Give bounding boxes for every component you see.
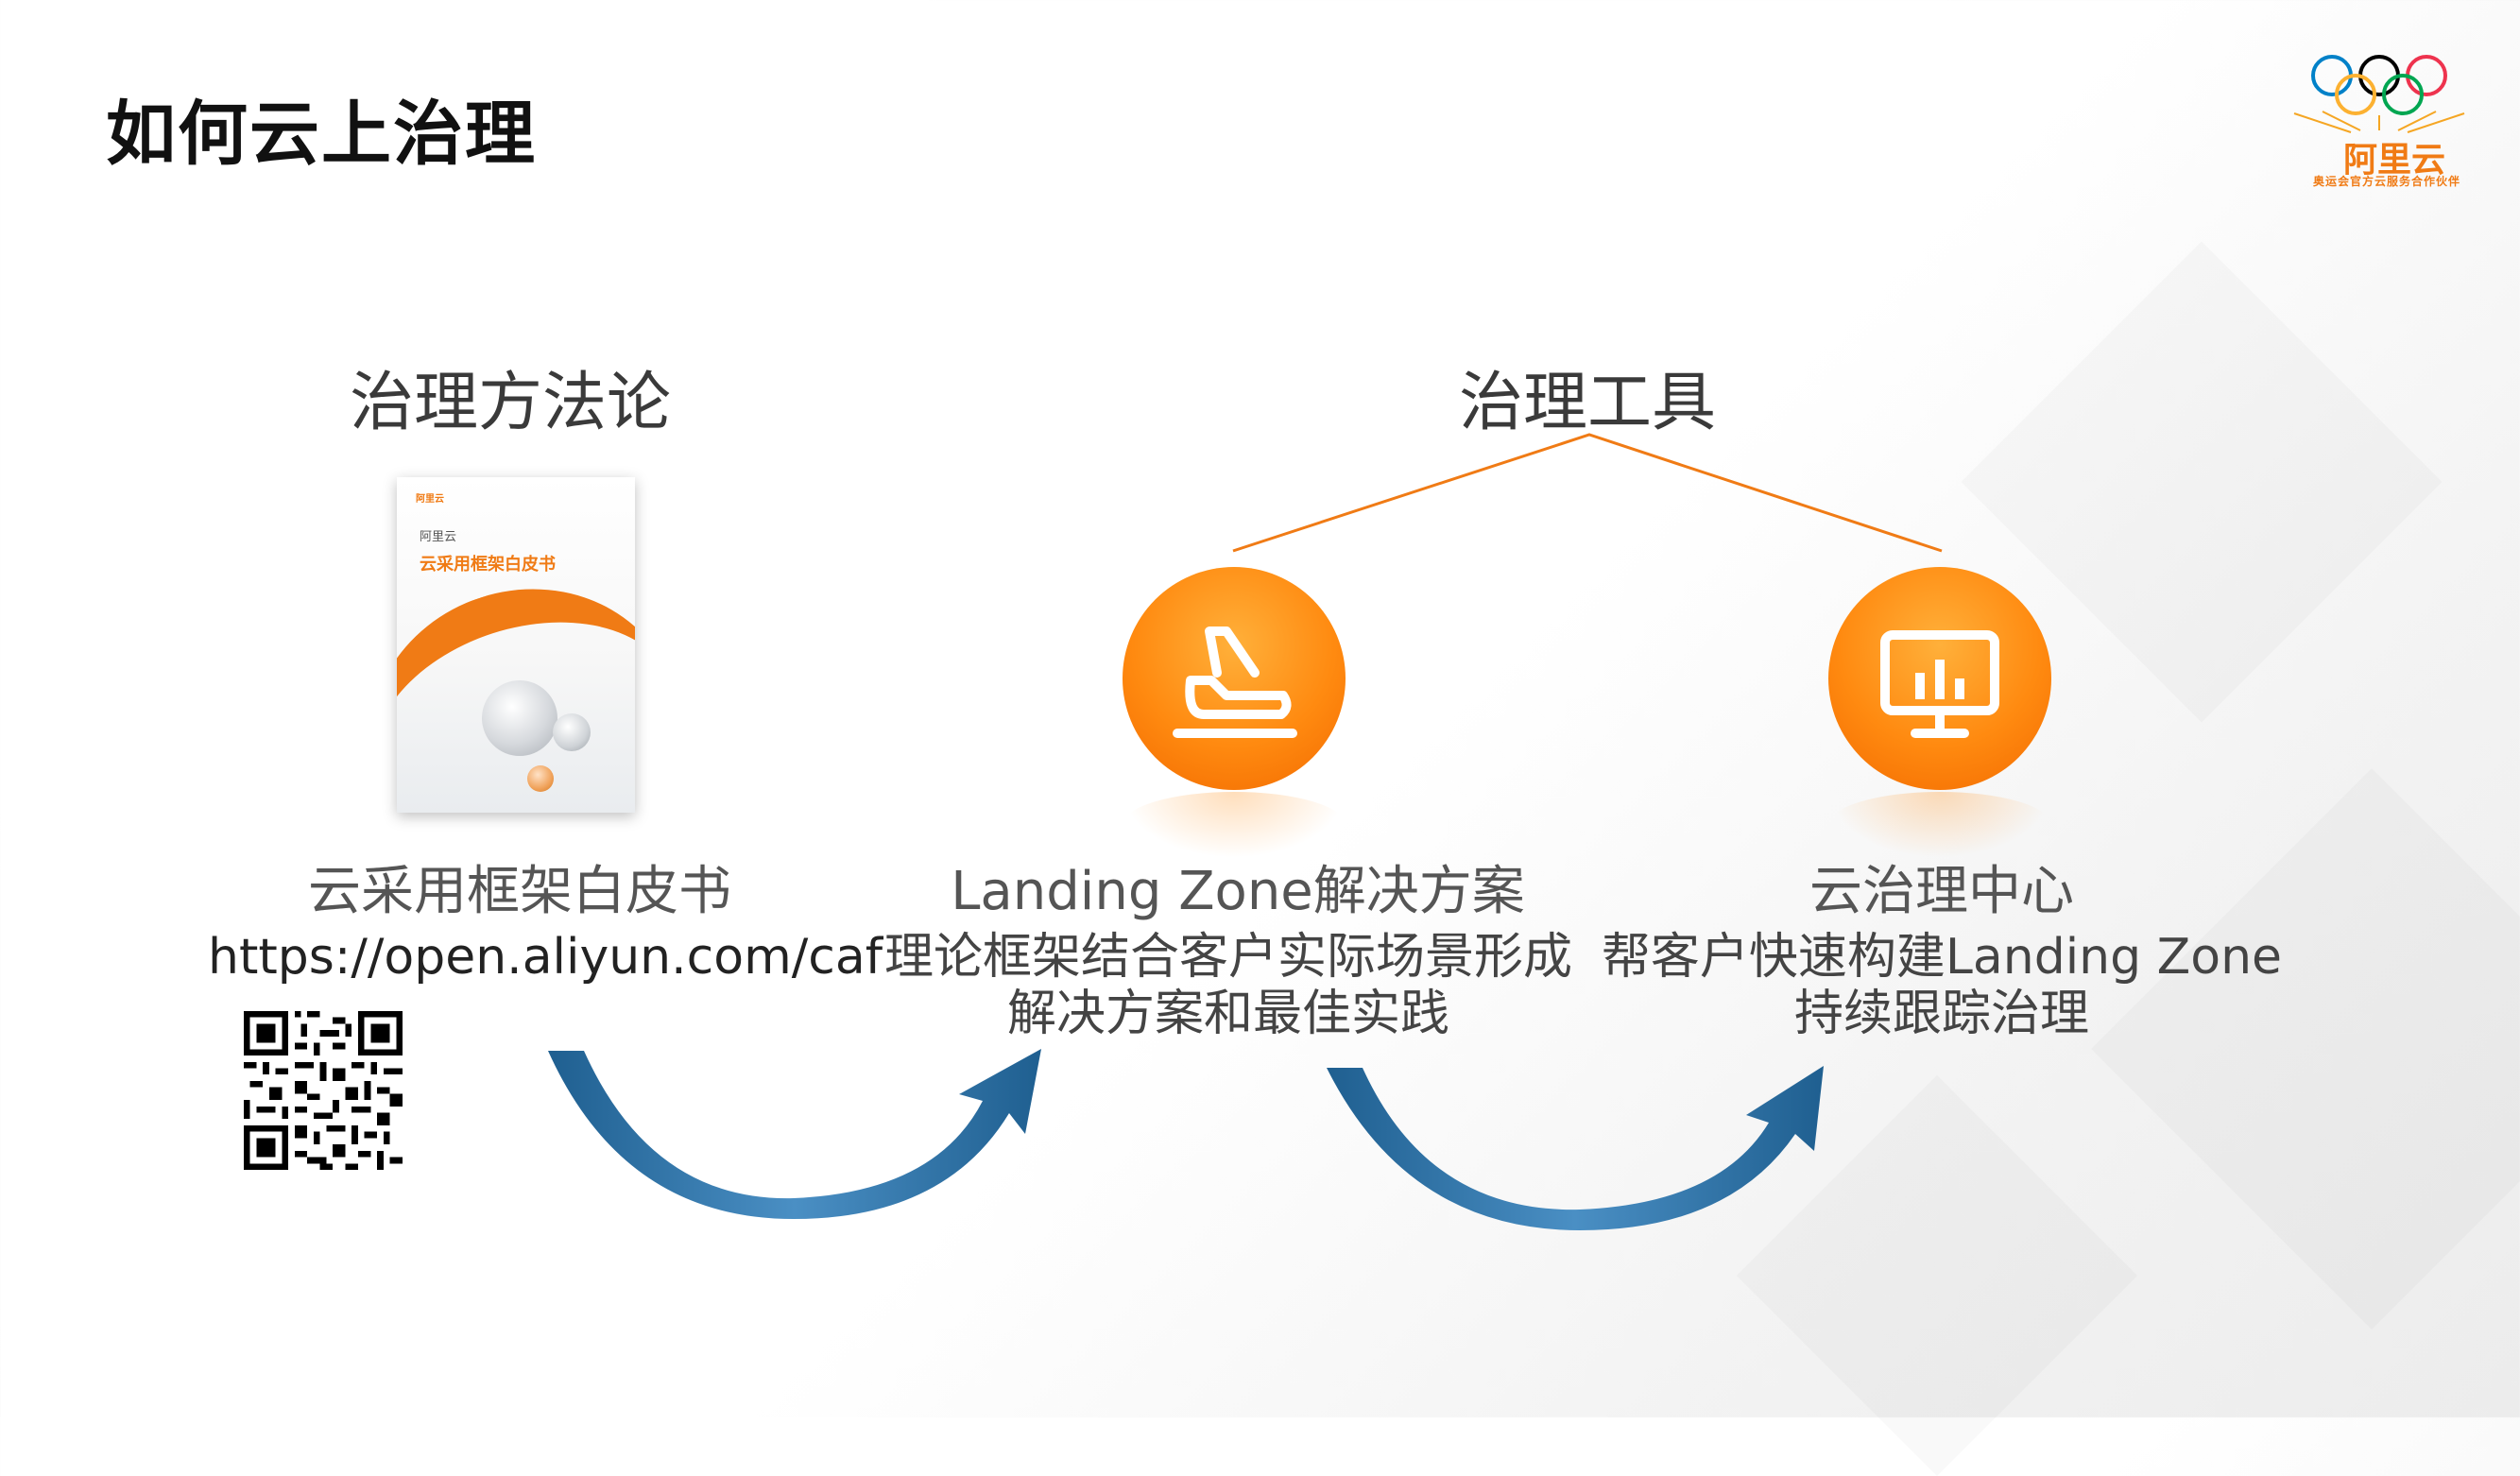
caf-url-link[interactable]: https://open.aliyun.com/caf (208, 929, 883, 986)
curved-arrow (1327, 1066, 1824, 1230)
landing-zone-desc-line: 解决方案和最佳实践 (1006, 986, 1449, 1042)
governance-center-desc: 帮客户快速构建Landing Zone 持续跟踪治理 (1597, 929, 2287, 1042)
landing-zone-desc-line: 理论框架结合客户实际场景形成 (883, 929, 1572, 986)
monitor-chart-icon (1880, 630, 1999, 738)
circle-reflection (1828, 792, 2051, 858)
book-orb (482, 680, 557, 756)
book-brand: 阿里云 (420, 530, 457, 544)
governance-center-circle (1828, 567, 2051, 790)
tools-connector-lines (1232, 433, 1943, 553)
aliyun-logo-text: 阿里云 (2343, 141, 2446, 180)
landing-zone-title: Landing Zone解决方案 (951, 861, 1525, 922)
book-orb (553, 713, 591, 751)
qr-code[interactable] (244, 1011, 403, 1170)
circle-reflection (1123, 792, 1346, 858)
page-title: 如何云上治理 (106, 94, 537, 175)
governance-center-desc-line: 持续跟踪治理 (1793, 986, 2089, 1042)
flow-arrows (548, 1049, 1824, 1230)
landing-zone-desc: 理论框架结合客户实际场景形成 解决方案和最佳实践 (879, 929, 1578, 1042)
book-logo: 阿里云 (416, 494, 444, 505)
book-cover-title: 云采用框架白皮书 (420, 555, 556, 575)
aliyun-logo-tagline: 奥运会官方云服务合作伙伴 (2313, 175, 2461, 188)
governance-center-title: 云治理中心 (1809, 861, 2074, 922)
curved-arrow (548, 1049, 1041, 1219)
whitepaper-cover-image[interactable]: 阿里云 阿里云 云采用框架白皮书 (397, 477, 635, 813)
whitepaper-title: 云采用框架白皮书 (308, 861, 731, 922)
methodology-title: 治理方法论 (349, 366, 671, 440)
book-orb (527, 765, 554, 792)
landing-zone-circle (1123, 567, 1346, 790)
airplane-takeoff-icon (1173, 626, 1297, 738)
governance-center-desc-line: 帮客户快速构建Landing Zone (1601, 929, 2283, 986)
olympic-rings-logo (2293, 55, 2465, 133)
tools-title: 治理工具 (1458, 366, 1716, 440)
